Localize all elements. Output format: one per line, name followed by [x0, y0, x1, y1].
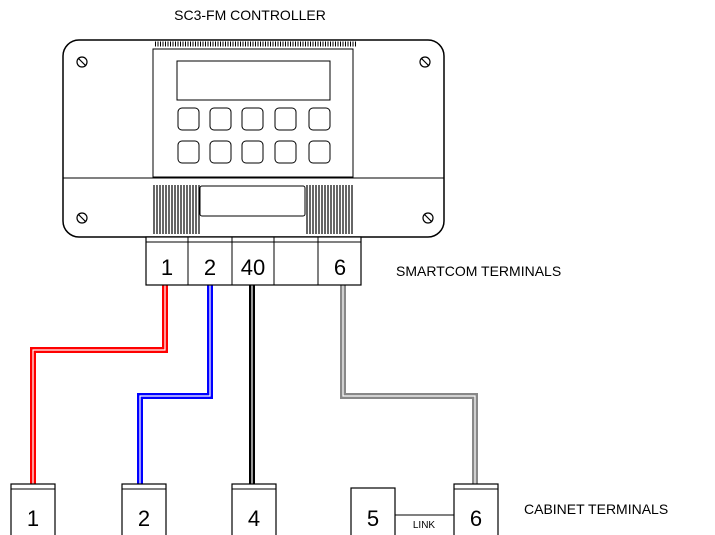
lower-vents [153, 185, 353, 234]
screw-icon [422, 212, 434, 224]
smartcom-terminal-block: 1 2 40 6 [145, 236, 362, 286]
keypad-button [177, 107, 200, 131]
cabinet-terminal-number: 6 [470, 506, 482, 531]
cabinet-terminal: 2 [121, 483, 167, 535]
link-label: LINK [413, 520, 436, 531]
keypad-button [274, 107, 297, 131]
cabinet-terminal-number: 5 [367, 506, 379, 531]
controller-title: SC3-FM CONTROLLER [174, 7, 326, 23]
keypad-button [209, 107, 232, 131]
cabinet-terminal-number: 4 [248, 506, 260, 531]
smartcom-terminal-number: 1 [161, 255, 173, 280]
keypad [177, 107, 331, 164]
wire-grey [340, 284, 478, 485]
cabinet-terminal: 5 [350, 487, 396, 535]
cabinet-terminal-number: 2 [138, 506, 150, 531]
keypad-button [241, 140, 264, 164]
keypad-button [274, 140, 297, 164]
keypad-button [209, 140, 232, 164]
screw-icon [76, 56, 88, 68]
screw-icon [419, 56, 431, 68]
cabinet-terminal: 4 [231, 483, 277, 535]
keypad-button [177, 140, 200, 164]
smartcom-terminal-number: 2 [204, 255, 216, 280]
smartcom-terminal-number: 6 [334, 255, 346, 280]
screw-icon [76, 212, 88, 224]
keypad-button [308, 140, 331, 164]
smartcom-terminals-label: SMARTCOM TERMINALS [396, 263, 561, 279]
controller-housing [62, 39, 445, 238]
cabinet-terminal: 1 [10, 483, 56, 535]
wire-red [30, 284, 168, 485]
cabinet-terminal: 6 [453, 483, 499, 535]
lcd-display [176, 60, 331, 101]
keypad-button [308, 107, 331, 131]
cabinet-terminal-number: 1 [27, 506, 39, 531]
label-window [199, 185, 306, 217]
keypad-button [241, 107, 264, 131]
smartcom-terminal-number: 40 [241, 255, 265, 280]
cabinet-terminals-label: CABINET TERMINALS [524, 501, 668, 517]
wire-blue [137, 284, 213, 485]
